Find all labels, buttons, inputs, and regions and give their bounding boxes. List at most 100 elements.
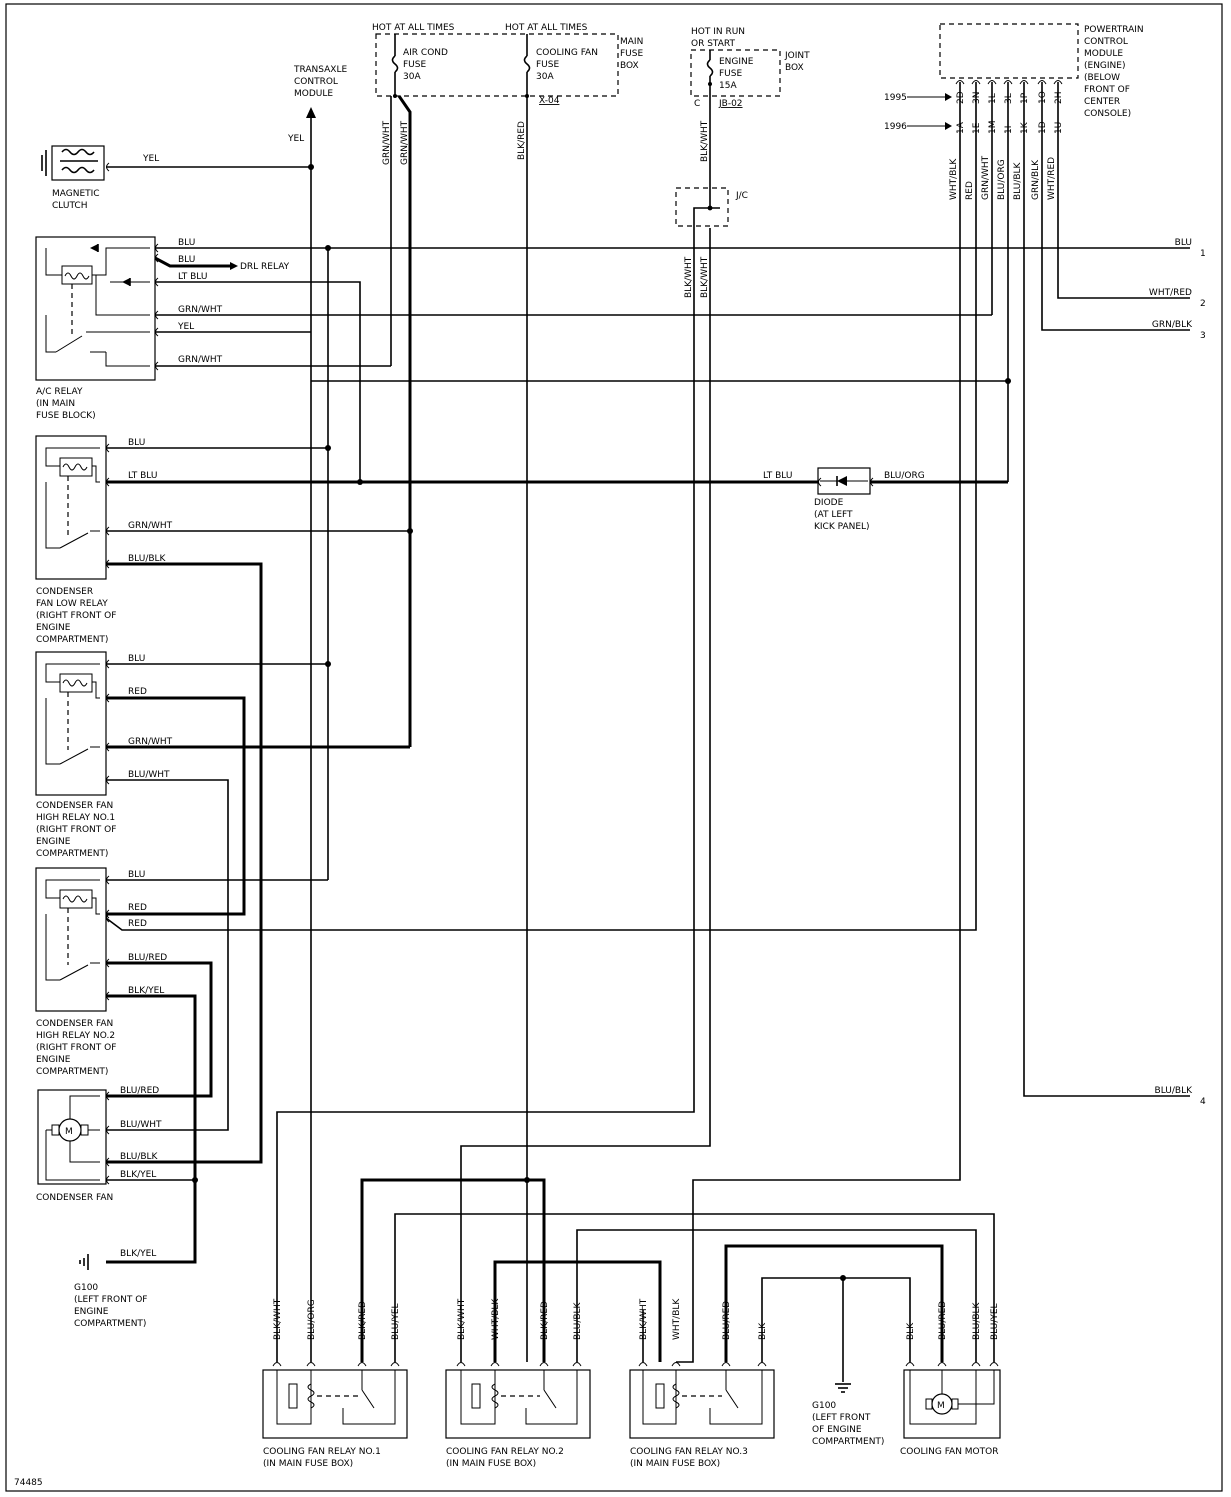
cfr2-wire-3: BLU/BLK — [573, 1301, 583, 1340]
cond-high1-label-1: CONDENSER FAN — [36, 801, 113, 811]
fuse-box-title-3: BOX — [620, 61, 639, 71]
pcm-wire-6: WHT/RED — [1047, 157, 1057, 200]
cfr3-label-1: COOLING FAN RELAY NO.3 — [630, 1447, 748, 1457]
cond-high1-label-4: ENGINE — [36, 837, 71, 847]
cond-low-coil-icon — [59, 457, 93, 477]
cond-fan-label: CONDENSER FAN — [36, 1193, 113, 1203]
magnetic-clutch: MAGNETIC CLUTCH YEL — [41, 145, 159, 211]
vlabel-blk-wht-jc2: BLK/WHT — [700, 256, 710, 298]
vlabel-blk-red: BLK/RED — [517, 121, 527, 160]
cfr1-wire-2: BLK/RED — [358, 1301, 368, 1340]
cfm-wire-3: BLU/YEL — [990, 1303, 1000, 1340]
label-blk-yel-1: BLK/YEL — [128, 986, 164, 996]
cond-high2-label-2: HIGH RELAY NO.2 — [36, 1031, 115, 1041]
cfr2-switch-icon — [543, 1389, 557, 1409]
diode: DIODE (AT LEFT KICK PANEL) — [814, 467, 871, 532]
cond-high2-label-5: COMPARTMENT) — [36, 1067, 108, 1077]
pcm-pin-1996-0: 1A — [956, 121, 966, 134]
ground-g100-bottom: G100 (LEFT FRONT OF ENGINE COMPARTMENT) — [812, 1383, 884, 1447]
g100-left-label-2: (LEFT FRONT OF — [74, 1295, 147, 1305]
cfr2-resistor-icon — [471, 1383, 481, 1409]
g100-bottom-label-1: G100 — [812, 1401, 836, 1411]
condenser-fan-low-relay: CONDENSER FAN LOW RELAY (RIGHT FRONT OF … — [35, 435, 116, 645]
output-num-4: 4 — [1200, 1097, 1206, 1107]
pcm-pin-1995-1: 3N — [972, 92, 982, 104]
fuse-box-title-1: MAIN — [620, 37, 643, 47]
pcm-title-6: FRONT OF — [1084, 85, 1130, 95]
ac-fuse-icon — [391, 55, 399, 73]
pcm-pin-1995-3: 3L — [1004, 93, 1014, 104]
pcm-pin-1996-6: 1U — [1054, 122, 1064, 134]
pcm-title-2: CONTROL — [1084, 37, 1128, 47]
page-frame — [5, 3, 1223, 1492]
joint-box-connector: JB-02 — [718, 99, 743, 109]
hot-at-all-times-2: HOT AT ALL TIMES — [505, 23, 588, 33]
ac-relay-label-2: (IN MAIN — [36, 399, 75, 409]
pcm-pin-1995-2: 1L — [988, 93, 998, 104]
pcm-title-4: (ENGINE) — [1084, 61, 1126, 71]
cfr1-wire-1: BLU/ORG — [307, 1299, 317, 1340]
drl-arrow-icon — [230, 262, 238, 270]
joint-box-title-2: BOX — [785, 63, 804, 73]
joint-box-hot-2: OR START — [691, 39, 735, 49]
cfr3-switch-icon — [725, 1389, 739, 1409]
cond-high1-switch-icon — [59, 748, 89, 765]
engine-fuse-icon — [706, 59, 714, 77]
cond-low-switch-icon — [59, 532, 89, 549]
g100-left-label-3: ENGINE — [74, 1307, 109, 1317]
g100-bottom-label-2: (LEFT FRONT — [812, 1413, 871, 1423]
pcm-pin-1995-4: 1P — [1020, 92, 1030, 104]
cond-low-label-4: ENGINE — [36, 623, 71, 633]
g100-bottom-label-4: COMPARTMENT) — [812, 1437, 884, 1447]
output-label-2: WHT/RED — [1149, 288, 1192, 298]
label-blu-3: BLU — [128, 438, 145, 448]
cond-high2-label-1: CONDENSER FAN — [36, 1019, 113, 1029]
g100-left-label-4: COMPARTMENT) — [74, 1319, 146, 1329]
label-grn-wht-3: GRN/WHT — [128, 521, 173, 531]
pcm-title-1: POWERTRAIN — [1084, 25, 1144, 35]
label-red-3: RED — [128, 919, 147, 929]
magnetic-clutch-label-1: MAGNETIC — [52, 189, 100, 199]
label-lt-blu-2: LT BLU — [128, 471, 157, 481]
condenser-fan-high-relay-1: CONDENSER FAN HIGH RELAY NO.1 (RIGHT FRO… — [35, 651, 116, 859]
output-label-3: GRN/BLK — [1152, 320, 1193, 330]
cond-low-label-3: (RIGHT FRONT OF — [36, 611, 116, 621]
cfr2-wire-1: WHT/BLK — [491, 1298, 501, 1340]
tcm-label-3: MODULE — [294, 89, 333, 99]
hot-at-all-times-1: HOT AT ALL TIMES — [372, 23, 455, 33]
cond-high2-label-4: ENGINE — [36, 1055, 71, 1065]
pcm-pin-1996-2: 1M — [988, 121, 998, 135]
figure-id: 74485 — [14, 1478, 43, 1488]
label-lt-blu-1: LT BLU — [178, 272, 207, 282]
cfr1-wire-0: BLK/WHT — [273, 1298, 283, 1340]
transaxle-control-module: TRANSAXLE CONTROL MODULE YEL — [287, 65, 347, 144]
cond-high2-switch-icon — [59, 964, 89, 981]
cfr2-wire-2: BLK/RED — [540, 1301, 550, 1340]
ac-fuse-type: FUSE — [403, 60, 426, 70]
pcm-title-5: (BELOW — [1084, 73, 1120, 83]
fan-fuse-type: FUSE — [536, 60, 559, 70]
label-blu-2: BLU — [178, 255, 195, 265]
pcm-pin-1995-5: 1O — [1038, 91, 1048, 104]
pcm-title-3: MODULE — [1084, 49, 1123, 59]
cfr2-wire-0: BLK/WHT — [457, 1298, 467, 1340]
cfr1-coil-icon — [307, 1383, 315, 1409]
vlabel-grn-wht-b: GRN/WHT — [400, 120, 410, 165]
cond-high2-label-3: (RIGHT FRONT OF — [36, 1043, 116, 1053]
cfr2-label-2: (IN MAIN FUSE BOX) — [446, 1459, 536, 1469]
cooling-fan-relays: BLK/WHT BLU/ORG BLK/RED BLU/YEL COOLING FAN … — [262, 1298, 1000, 1469]
cfr1-label-1: COOLING FAN RELAY NO.1 — [263, 1447, 381, 1457]
g100-left-label-1: G100 — [74, 1283, 98, 1293]
cfr3-coil-icon — [672, 1383, 680, 1409]
cfr1-resistor-icon — [288, 1383, 298, 1409]
cfr3-wire-0: BLK/WHT — [639, 1298, 649, 1340]
label-blu-4: BLU — [128, 654, 145, 664]
label-blu-wht-2: BLU/WHT — [120, 1120, 162, 1130]
label-lt-blu-3: LT BLU — [763, 471, 792, 481]
diode-label-3: KICK PANEL) — [814, 522, 870, 532]
ac-fuse-rating: 30A — [403, 72, 421, 82]
label-blu-blk-1: BLU/BLK — [128, 554, 167, 564]
